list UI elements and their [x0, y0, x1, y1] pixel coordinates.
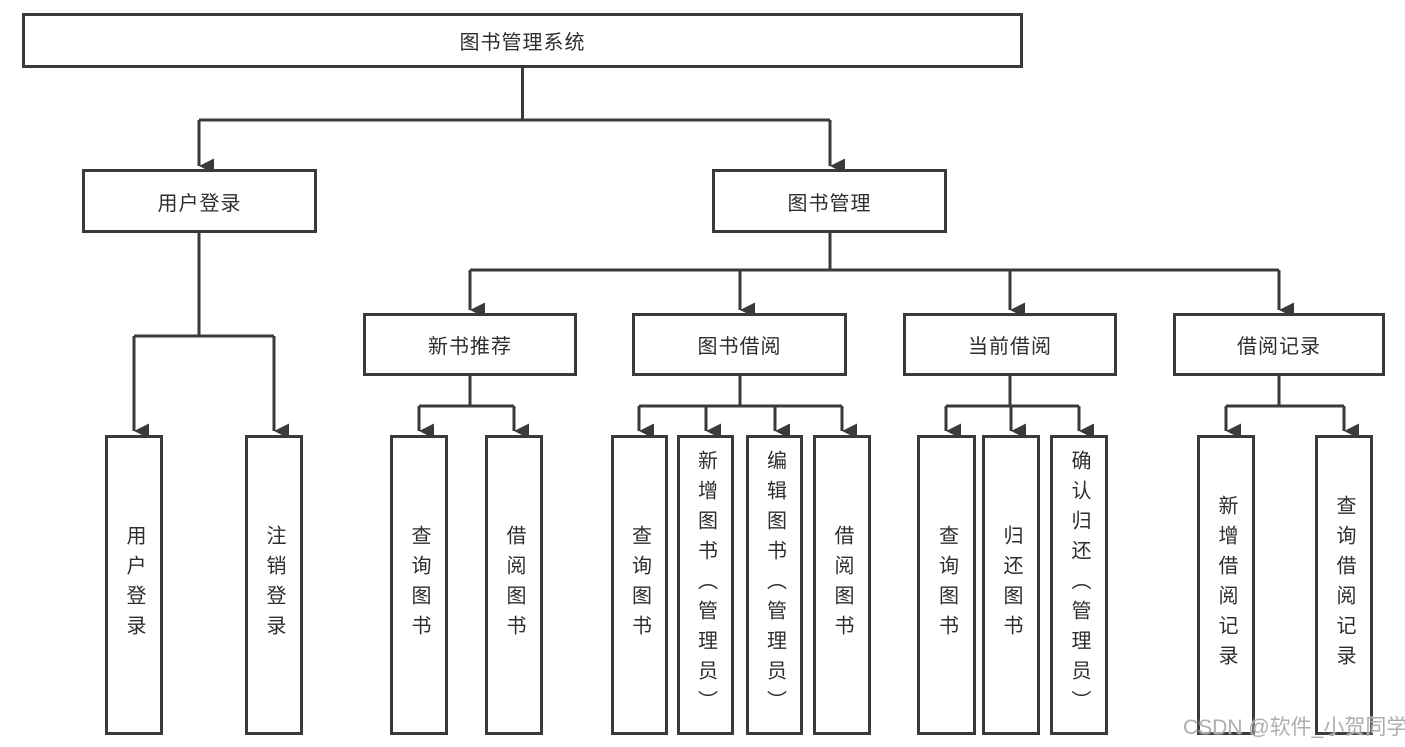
- leaf-logout-label: 注销登录: [263, 525, 285, 645]
- node-user-login-label: 用户登录: [157, 192, 242, 215]
- node-current-borrow: 当前借阅: [903, 313, 1117, 376]
- node-borrow-records-label: 借阅记录: [1237, 336, 1321, 358]
- leaf-cb-confirm-return-admin-label: 确认归还（管理员）: [1068, 450, 1090, 720]
- leaf-bb-add-books-admin: 新增图书（管理员）: [677, 435, 734, 735]
- leaf-nb-query-books-label: 查询图书: [408, 525, 430, 645]
- leaf-bb-borrow-books: 借阅图书: [813, 435, 871, 735]
- csdn-watermark: CSDN @软件_小贺同学: [1183, 716, 1405, 739]
- leaf-bb-borrow-books-label: 借阅图书: [831, 525, 853, 645]
- node-user-login: 用户登录: [82, 169, 317, 233]
- node-root-label: 图书管理系统: [459, 32, 586, 54]
- leaf-nb-borrow-books-label: 借阅图书: [503, 525, 525, 645]
- leaf-br-query-record-label: 查询借阅记录: [1333, 495, 1355, 675]
- leaf-user-login: 用户登录: [105, 435, 163, 735]
- leaf-bb-edit-books-admin-label: 编辑图书（管理员）: [763, 450, 786, 720]
- node-root: 图书管理系统: [22, 13, 1023, 68]
- leaf-br-query-record: 查询借阅记录: [1315, 435, 1373, 735]
- leaf-bb-edit-books-admin: 编辑图书（管理员）: [746, 435, 803, 735]
- node-book-management-label: 图书管理: [787, 192, 872, 215]
- leaf-bb-query-books: 查询图书: [611, 435, 668, 735]
- leaf-cb-return-books: 归还图书: [982, 435, 1040, 735]
- node-book-borrow: 图书借阅: [632, 313, 847, 376]
- node-new-book-recommend: 新书推荐: [363, 313, 577, 376]
- leaf-bb-query-books-label: 查询图书: [628, 525, 651, 645]
- leaf-logout: 注销登录: [245, 435, 303, 735]
- node-book-borrow-label: 图书借阅: [697, 336, 782, 358]
- node-book-management: 图书管理: [712, 169, 947, 233]
- leaf-nb-query-books: 查询图书: [390, 435, 448, 735]
- leaf-cb-query-books-label: 查询图书: [935, 525, 958, 645]
- leaf-br-add-record: 新增借阅记录: [1197, 435, 1255, 735]
- leaf-user-login-label: 用户登录: [123, 525, 145, 645]
- leaf-cb-query-books: 查询图书: [917, 435, 976, 735]
- leaf-cb-return-books-label: 归还图书: [1000, 525, 1022, 645]
- node-borrow-records: 借阅记录: [1173, 313, 1385, 376]
- node-new-book-recommend-label: 新书推荐: [428, 336, 512, 358]
- leaf-bb-add-books-admin-label: 新增图书（管理员）: [694, 450, 717, 720]
- leaf-cb-confirm-return-admin: 确认归还（管理员）: [1050, 435, 1108, 735]
- leaf-nb-borrow-books: 借阅图书: [485, 435, 543, 735]
- leaf-br-add-record-label: 新增借阅记录: [1215, 495, 1237, 675]
- node-current-borrow-label: 当前借阅: [968, 336, 1052, 358]
